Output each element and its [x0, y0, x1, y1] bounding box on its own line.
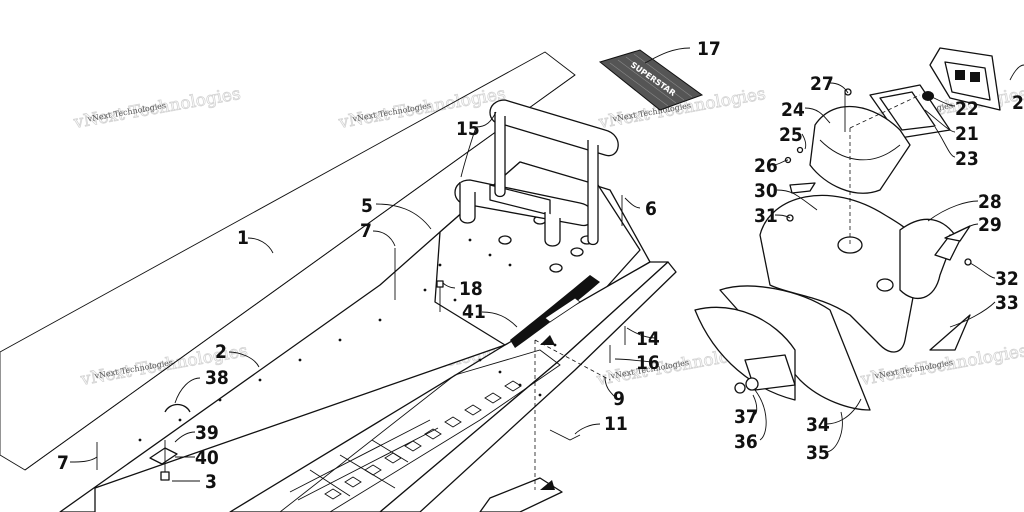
- decal-sheet-part-1: [0, 51, 576, 471]
- callout-25: 25: [779, 124, 803, 146]
- callout-29: 29: [978, 214, 1002, 236]
- callout-27: 27: [810, 73, 834, 95]
- snow-flap-assembly: [694, 285, 871, 411]
- callout-31: 31: [754, 205, 778, 227]
- callout-6: 6: [645, 198, 657, 220]
- callout-39: 39: [195, 422, 219, 444]
- callout-17: 17: [697, 38, 721, 60]
- callout-labels: 1 2 3 5 6 7 7 9 11 14 15 16 17 18 20 21 …: [57, 38, 1024, 493]
- callout-21: 21: [955, 123, 979, 145]
- callout-11: 11: [604, 413, 628, 435]
- callout-7: 7: [57, 452, 69, 474]
- grab-bar-part-15: [454, 99, 619, 247]
- callout-33: 33: [995, 292, 1019, 314]
- alignment-lines: [534, 94, 921, 490]
- callout-22: 22: [955, 98, 979, 120]
- callout-34: 34: [806, 414, 830, 436]
- callout-9: 9: [613, 388, 625, 410]
- callout-1: 1: [237, 227, 249, 249]
- callout-28: 28: [978, 191, 1002, 213]
- callout-41: 41: [462, 301, 486, 323]
- callout-38: 38: [205, 367, 229, 389]
- callout-5: 5: [361, 195, 373, 217]
- seat-cap-assembly: [784, 88, 911, 194]
- callout-14: 14: [636, 328, 660, 350]
- callout-18: 18: [459, 278, 483, 300]
- callout-20: 20: [1012, 92, 1024, 114]
- rear-bumper-assembly: [759, 182, 972, 353]
- callout-3: 3: [205, 471, 217, 493]
- callout-7: 7: [360, 220, 372, 242]
- callout-40: 40: [195, 447, 219, 469]
- callout-35: 35: [806, 442, 830, 464]
- tail-light-assembly: [869, 47, 1001, 139]
- callout-2: 2: [215, 341, 227, 363]
- callout-23: 23: [955, 148, 979, 170]
- callout-36: 36: [734, 431, 758, 453]
- callout-24: 24: [781, 99, 805, 121]
- callout-16: 16: [636, 352, 660, 374]
- callout-37: 37: [734, 406, 758, 428]
- callout-15: 15: [456, 118, 480, 140]
- hardware-items: [96, 195, 626, 490]
- callout-30: 30: [754, 180, 778, 202]
- decal-mat-part-17: SUPERSTAR: [598, 49, 704, 111]
- callout-32: 32: [995, 268, 1019, 290]
- callout-26: 26: [754, 155, 778, 177]
- leader-lines: [69, 47, 1024, 482]
